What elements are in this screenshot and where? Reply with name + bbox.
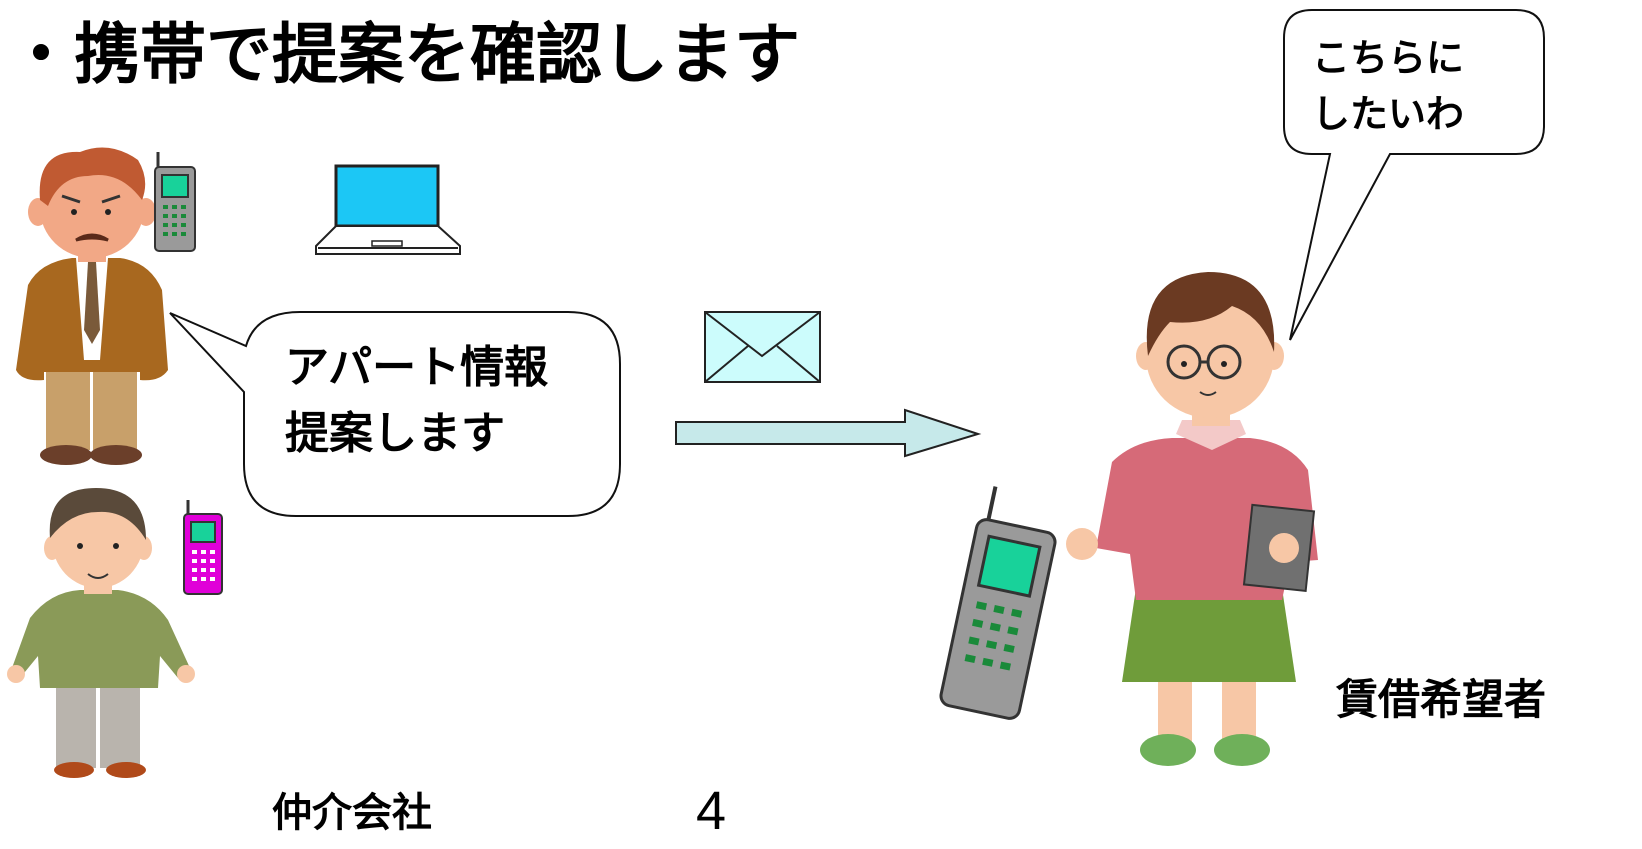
agency-label: 仲介会社 xyxy=(272,790,432,836)
renter-figure xyxy=(1066,272,1318,766)
renter-speech-line-2: したいわ xyxy=(1312,92,1465,136)
agent-phone-icon xyxy=(154,152,196,252)
renter-speech-text: こちらに したいわ xyxy=(1312,30,1464,142)
renter-label: 賃借希望者 xyxy=(1336,675,1547,724)
envelope-icon xyxy=(704,311,821,383)
arrow-icon xyxy=(675,408,982,458)
page-number: 4 xyxy=(696,781,727,841)
agency-speech-line-2: 提案します xyxy=(285,408,505,459)
slide-title: ・携帯で提案を確認します xyxy=(8,16,800,93)
agent-figure xyxy=(16,147,168,465)
agency-speech-line-1: アパート情報 xyxy=(285,342,549,393)
agency-speech-bubble xyxy=(169,311,621,517)
staff-figure xyxy=(7,488,195,778)
staff-phone-icon xyxy=(183,500,223,595)
renter-speech-line-1: こちらに xyxy=(1312,36,1465,80)
renter-phone-icon xyxy=(939,486,1057,720)
laptop-icon xyxy=(315,164,461,255)
agency-speech-text: アパート情報 提案します xyxy=(285,335,548,467)
renter-speech-bubble xyxy=(1283,9,1545,341)
